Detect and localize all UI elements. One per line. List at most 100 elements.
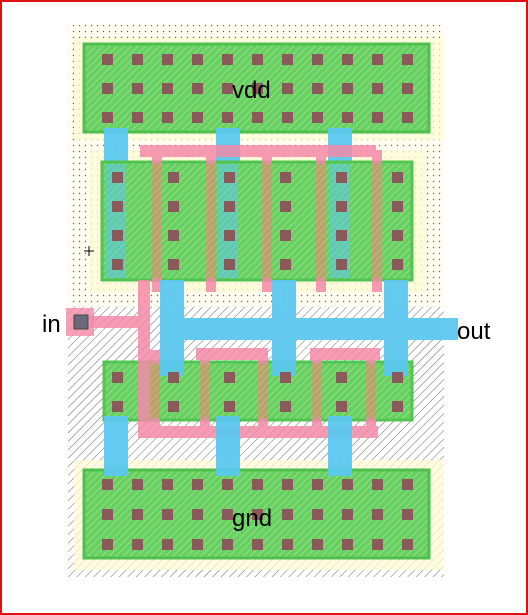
contact-array xyxy=(102,54,413,550)
nmos-contact xyxy=(336,372,347,383)
input-pin-contact xyxy=(73,314,89,330)
vdd-contact xyxy=(402,54,413,65)
vdd-contact xyxy=(252,54,263,65)
pmos-contact xyxy=(336,172,347,183)
pmos-contact xyxy=(280,172,291,183)
gnd-contact xyxy=(342,479,353,490)
gnd-contact xyxy=(282,509,293,520)
gnd-contact xyxy=(312,509,323,520)
origin-marker xyxy=(84,246,94,256)
pmos-contact xyxy=(224,201,235,212)
gnd-contact xyxy=(192,479,203,490)
nmos-contact xyxy=(112,372,123,383)
metal1-output xyxy=(104,280,458,476)
vdd-contact xyxy=(222,54,233,65)
gnd-contact xyxy=(132,509,143,520)
vdd-label: vdd xyxy=(232,77,271,104)
pmos-contact xyxy=(336,201,347,212)
vdd-contact xyxy=(162,83,173,94)
gnd-contact xyxy=(402,539,413,550)
gnd-contact xyxy=(162,539,173,550)
nmos-contact xyxy=(392,401,403,412)
vdd-contact xyxy=(342,54,353,65)
gate-overlaps xyxy=(150,164,382,418)
pmos-contact xyxy=(280,201,291,212)
vdd-contact xyxy=(252,83,263,94)
vdd-contact xyxy=(342,112,353,123)
gnd-contact xyxy=(192,539,203,550)
vdd-contact xyxy=(192,112,203,123)
pmos-contact xyxy=(336,230,347,241)
nmos-contact xyxy=(392,372,403,383)
vdd-contact xyxy=(372,54,383,65)
vdd-contact xyxy=(312,54,323,65)
vdd-contact xyxy=(132,83,143,94)
gnd-contact xyxy=(222,509,233,520)
vdd-contact xyxy=(162,112,173,123)
nmos-contact xyxy=(336,401,347,412)
output-label: out xyxy=(457,318,491,345)
gnd-contact xyxy=(102,539,113,550)
pmos-contact xyxy=(168,230,179,241)
pmos-contact xyxy=(280,259,291,270)
pmos-contact xyxy=(392,259,403,270)
metal1-pmos-columns xyxy=(106,164,350,278)
gnd-contact xyxy=(162,509,173,520)
pmos-contact xyxy=(280,230,291,241)
nmos-contact xyxy=(168,372,179,383)
vdd-contact xyxy=(102,112,113,123)
vdd-contact xyxy=(282,83,293,94)
gnd-contact xyxy=(342,509,353,520)
vdd-contact xyxy=(282,112,293,123)
gnd-contact xyxy=(312,539,323,550)
gnd-contact xyxy=(222,539,233,550)
nmos-contact xyxy=(280,372,291,383)
vdd-contact xyxy=(162,54,173,65)
gnd-contact xyxy=(102,509,113,520)
gnd-contact xyxy=(102,479,113,490)
gnd-contact xyxy=(402,479,413,490)
nmos-contact xyxy=(280,401,291,412)
gnd-contact xyxy=(252,509,263,520)
nmos-contact xyxy=(224,372,235,383)
pmos-contact xyxy=(392,230,403,241)
nmos-contact xyxy=(224,401,235,412)
pmos-contact xyxy=(336,259,347,270)
vdd-contact xyxy=(252,112,263,123)
pmos-contact xyxy=(224,230,235,241)
vdd-contact xyxy=(312,83,323,94)
vdd-contact xyxy=(402,112,413,123)
vdd-contact xyxy=(192,54,203,65)
vdd-contact xyxy=(132,112,143,123)
pmos-contact xyxy=(168,172,179,183)
gnd-contact xyxy=(132,539,143,550)
pmos-contact xyxy=(112,259,123,270)
pmos-contact xyxy=(112,172,123,183)
pmos-contact xyxy=(224,259,235,270)
vdd-contact xyxy=(132,54,143,65)
input-label: in xyxy=(42,311,61,338)
gnd-label: gnd xyxy=(232,505,272,532)
gnd-contact xyxy=(222,479,233,490)
gnd-contact xyxy=(162,479,173,490)
vdd-contact xyxy=(282,54,293,65)
pmos-contact xyxy=(168,259,179,270)
pmos-contact xyxy=(392,172,403,183)
gnd-contact xyxy=(192,509,203,520)
vdd-contact xyxy=(312,112,323,123)
gnd-contact xyxy=(402,509,413,520)
vdd-contact xyxy=(102,83,113,94)
gnd-contact xyxy=(252,479,263,490)
vdd-contact xyxy=(372,112,383,123)
gnd-contact xyxy=(252,539,263,550)
gnd-contact xyxy=(342,539,353,550)
nmos-contact xyxy=(112,401,123,412)
vdd-contact xyxy=(342,83,353,94)
gnd-contact xyxy=(282,479,293,490)
pmos-contact xyxy=(224,172,235,183)
gnd-contact xyxy=(372,539,383,550)
gnd-contact xyxy=(372,479,383,490)
gnd-contact xyxy=(282,539,293,550)
